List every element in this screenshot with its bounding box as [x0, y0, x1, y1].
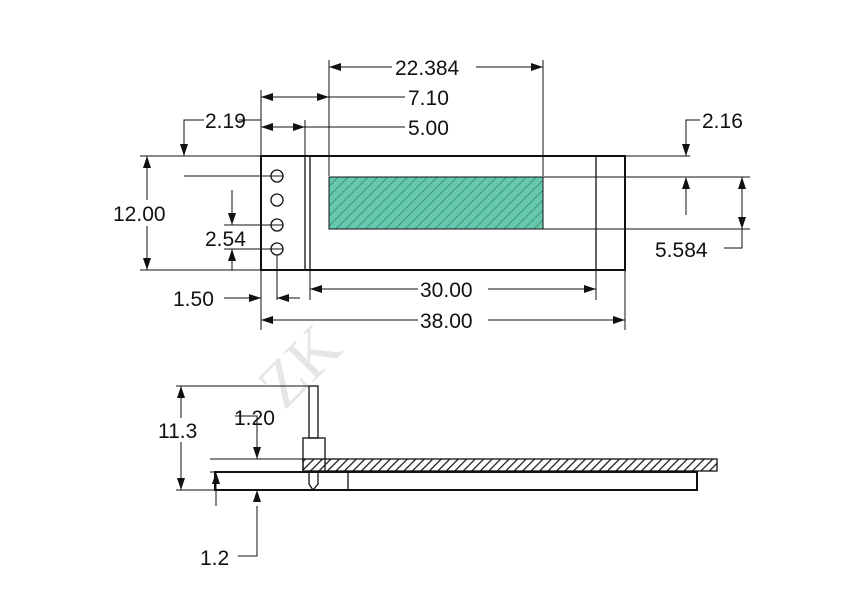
dim-11-3: 11.3	[158, 420, 197, 443]
side-view: 11.3 1.20 1.2	[158, 385, 718, 570]
glass-outline	[309, 155, 597, 271]
dim-2-54: 2.54	[205, 228, 246, 251]
dim-2-16: 2.16	[702, 110, 743, 133]
side-glass	[302, 458, 718, 472]
dim-38-00: 38.00	[420, 310, 473, 333]
dim-22-384: 22.384	[395, 57, 460, 80]
dim-12-00: 12.00	[113, 203, 166, 226]
dim-1-20: 1.20	[234, 407, 275, 430]
dim-5-584: 5.584	[655, 239, 708, 262]
top-view: 22.384 7.10 5.00 2.19 2.16 12.00 2.54	[112, 55, 750, 333]
pin-hole	[270, 193, 284, 207]
dim-30-00: 30.00	[420, 279, 473, 302]
dim-2-19: 2.19	[205, 110, 246, 133]
extension-lines	[140, 60, 750, 330]
side-pin-tail	[308, 471, 319, 492]
dim-1-2: 1.2	[200, 547, 229, 570]
active-display-area	[328, 176, 544, 230]
side-pcb	[214, 471, 698, 491]
dim-7-10: 7.10	[408, 87, 449, 110]
dim-1-50: 1.50	[173, 288, 214, 311]
dim-5-00: 5.00	[408, 117, 449, 140]
